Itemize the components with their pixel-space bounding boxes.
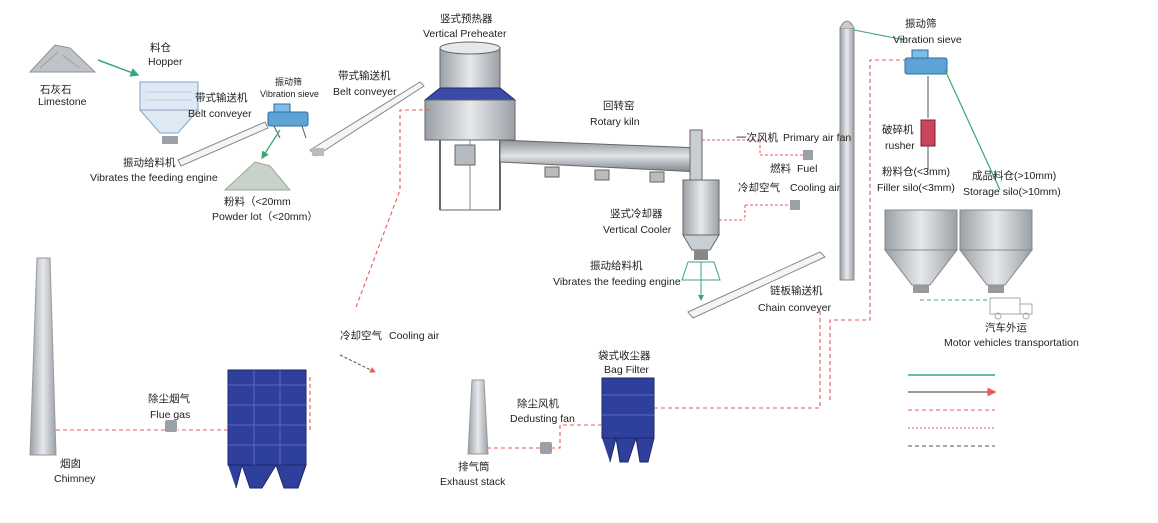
powder-label: Powder lot（<20mm） (212, 211, 318, 223)
limestone-flow-arrow (97, 59, 140, 77)
powder-pile-icon (223, 161, 292, 191)
kiln-label: Rotary kiln (590, 116, 640, 128)
crusher-label-cn: 破碎机 (882, 124, 914, 136)
feeder1-label: Vibrates the feeding engine (90, 172, 218, 184)
cooling-air2-label-cn: 冷却空气 (340, 330, 382, 342)
filler-silo-icon (883, 209, 959, 293)
chain-label-cn: 链板输送机 (770, 285, 823, 297)
belt1-label: Belt conveyer (188, 108, 252, 120)
powder-flow-arrow (261, 129, 281, 160)
feeder-small-icon (162, 136, 178, 144)
preheater-label-cn: 竖式预热器 (440, 13, 493, 25)
chimney-label: Chimney (54, 473, 96, 485)
vertical-cooler-icon (681, 179, 721, 301)
fuel-label-cn: 燃料 (770, 163, 791, 175)
bucket-elevator-icon (839, 20, 906, 281)
chain-conveyer-icon (687, 251, 826, 319)
cooling-air-arrow (339, 354, 376, 373)
belt-conveyer-1-icon (177, 121, 269, 167)
vib-sieve-small-label: Vibration sieve (260, 89, 319, 99)
vibration-sieve-small-icon (267, 103, 309, 139)
hopper-label: Hopper (148, 56, 183, 68)
storage-silo-icon (958, 209, 1034, 293)
dedust-fan-label-cn: 除尘风机 (517, 398, 559, 410)
cooling-air2-label: Cooling air (389, 330, 440, 342)
bagfilter-label: Bag Filter (604, 364, 649, 376)
flue-fan-icon (165, 420, 177, 432)
bag-filter-icon (601, 377, 655, 463)
primary-fan-label: Primary air fan (783, 132, 852, 144)
exhaust-label: Exhaust stack (440, 476, 506, 488)
cooler-label: Vertical Cooler (603, 224, 672, 236)
dedusting-fan-icon (540, 442, 552, 454)
hopper-icon (138, 81, 200, 134)
vib-sieve-label: Vibration sieve (893, 34, 962, 46)
motor-vehicle-icon (989, 297, 1033, 320)
flue-label-cn: 除尘烟气 (148, 393, 190, 405)
bagfilter-label-cn: 袋式收尘器 (598, 350, 651, 362)
rotary-kiln-icon (499, 129, 703, 183)
feeder2-label: Vibrates the feeding engine (553, 276, 681, 288)
gas-flow-lines (56, 59, 905, 449)
crusher-icon (920, 119, 936, 147)
cooling-air1-label-cn: 冷却空气 (738, 182, 780, 194)
motor-label: Motor vehicles transportation (944, 337, 1079, 349)
storage-label-cn: 成品料仓(>10mm) (972, 170, 1057, 182)
exhaust-stack-icon (467, 379, 489, 455)
vib-sieve-label-cn: 振动筛 (905, 18, 937, 30)
bag-filter-large-icon (227, 369, 307, 489)
cooling-air1-label: Cooling air (790, 182, 841, 194)
crusher-label: rusher (885, 140, 915, 152)
vibration-sieve-icon (904, 49, 948, 75)
belt2-label-cn: 带式输送机 (338, 70, 391, 82)
chain-label: Chain conveyer (758, 302, 831, 314)
limestone-pile-icon (28, 44, 97, 73)
filler-label-cn: 粉料仓(<3mm) (882, 166, 950, 178)
legend (908, 374, 997, 447)
feeder2-label-cn: 振动给料机 (590, 260, 643, 272)
cooling-fan-icon (790, 200, 800, 210)
powder-label-cn: 粉料（<20mm (224, 196, 291, 208)
chimney-icon (29, 257, 57, 456)
chimney-label-cn: 烟囱 (60, 458, 81, 470)
fuel-label: Fuel (797, 163, 818, 175)
primary-fan-label-cn: 一次风机 (736, 132, 778, 144)
limestone-label: Limestone (38, 96, 87, 108)
preheater-label: Vertical Preheater (423, 28, 507, 40)
flue-label: Flue gas (150, 409, 191, 421)
vib-sieve-small-label-cn: 振动筛 (275, 77, 303, 87)
motor-label-cn: 汽车外运 (985, 322, 1027, 334)
storage-label: Storage silo(>10mm) (963, 186, 1061, 198)
cooler-label-cn: 竖式冷却器 (610, 208, 663, 220)
vertical-preheater-icon (423, 41, 517, 211)
primary-fan-icon (803, 150, 813, 160)
belt-conveyer-2-base (312, 148, 324, 156)
kiln-label-cn: 回转窑 (603, 100, 635, 112)
limestone-label-cn: 石灰石 (40, 84, 72, 96)
belt2-label: Belt conveyer (333, 86, 397, 98)
feeder1-label-cn: 振动给料机 (123, 157, 176, 169)
hopper-label-cn: 料仓 (150, 42, 171, 54)
storage-flow-line (944, 69, 1001, 191)
exhaust-label-cn: 排气筒 (458, 461, 490, 473)
belt1-label-cn: 带式输送机 (195, 92, 248, 104)
filler-label: Filler silo(<3mm) (877, 182, 955, 194)
dedust-fan-label: Dedusting fan (510, 413, 575, 425)
